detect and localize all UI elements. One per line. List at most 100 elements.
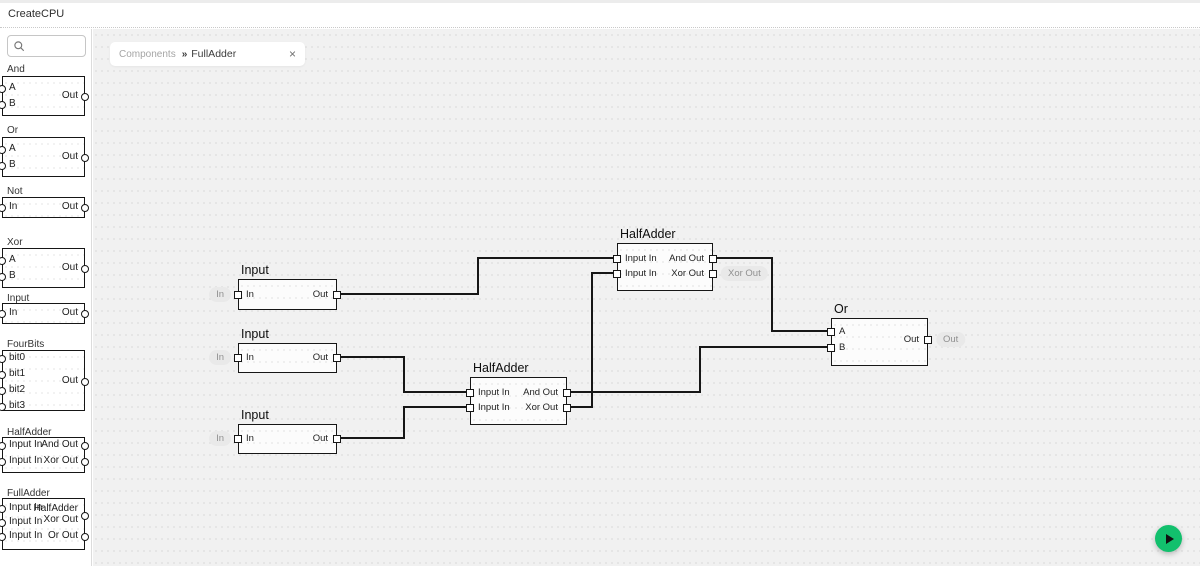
output-port[interactable] [563, 389, 571, 397]
input-port[interactable] [827, 328, 835, 336]
output-port[interactable] [81, 204, 89, 212]
port-label: B [9, 98, 16, 109]
input-port[interactable] [0, 273, 6, 281]
output-port[interactable] [81, 310, 89, 318]
port-label: Input In [478, 402, 510, 413]
input-port[interactable] [466, 404, 474, 412]
wire[interactable] [337, 356, 470, 393]
circuit-canvas[interactable] [93, 29, 1200, 566]
port-label: A [9, 82, 16, 93]
input-port[interactable] [827, 344, 835, 352]
port-label: And Out [41, 439, 78, 450]
output-port[interactable] [333, 354, 341, 362]
port-label: And Out [523, 387, 558, 398]
wire[interactable] [567, 272, 617, 408]
wire[interactable] [567, 346, 831, 393]
output-port[interactable] [81, 93, 89, 101]
tab-fulladder[interactable]: Components » FullAdder × [110, 42, 305, 66]
port-label: Input In [625, 268, 657, 279]
input-port[interactable] [466, 389, 474, 397]
input-port[interactable] [0, 146, 6, 154]
input-port[interactable] [234, 435, 242, 443]
port-label: Input In [9, 516, 43, 527]
external-port-pill: Out [936, 332, 966, 347]
output-port[interactable] [81, 512, 89, 520]
input-port[interactable] [0, 310, 6, 318]
input-port[interactable] [0, 403, 6, 411]
search-input[interactable] [30, 37, 84, 55]
output-port[interactable] [81, 154, 89, 162]
input-port[interactable] [234, 354, 242, 362]
input-port[interactable] [0, 371, 6, 379]
palette-label-xor: Xor [7, 237, 23, 248]
wire[interactable] [337, 406, 470, 439]
port-label: Out [312, 289, 328, 300]
input-port[interactable] [0, 458, 6, 466]
output-port[interactable] [924, 336, 932, 344]
palette-label-and: And [7, 64, 25, 75]
palette-label-or: Or [7, 125, 19, 136]
input-port[interactable] [0, 101, 6, 109]
input-port[interactable] [0, 162, 6, 170]
output-port[interactable] [81, 378, 89, 386]
input-port[interactable] [0, 257, 6, 265]
input-port[interactable] [613, 255, 621, 263]
output-port[interactable] [81, 458, 89, 466]
input-port[interactable] [0, 533, 6, 541]
input-port[interactable] [0, 519, 6, 527]
output-port[interactable] [563, 404, 571, 412]
input-port[interactable] [0, 387, 6, 395]
output-port[interactable] [709, 270, 717, 278]
input-port[interactable] [0, 85, 6, 93]
node-title: Input [241, 263, 269, 277]
input-port[interactable] [0, 505, 6, 513]
breadcrumb-separator-icon: » [181, 48, 187, 60]
search-icon [14, 41, 25, 52]
input-port[interactable] [613, 270, 621, 278]
output-port[interactable] [81, 533, 89, 541]
input-port[interactable] [0, 442, 6, 450]
palette-search[interactable] [7, 35, 86, 57]
palette-label-fulladder: FullAdder [7, 488, 50, 499]
output-port[interactable] [709, 255, 717, 263]
port-label: Input In [478, 387, 510, 398]
wire[interactable] [713, 257, 831, 332]
wire[interactable] [337, 257, 617, 295]
input-port[interactable] [0, 355, 6, 363]
port-label: Out [903, 334, 919, 345]
output-port[interactable] [333, 435, 341, 443]
tab-close-button[interactable]: × [288, 47, 296, 61]
port-label: A [839, 326, 846, 337]
output-port[interactable] [81, 265, 89, 273]
input-port[interactable] [234, 291, 242, 299]
run-button[interactable] [1155, 525, 1182, 552]
port-label: Input In [9, 439, 43, 450]
port-label: Input In [9, 502, 43, 513]
output-port[interactable] [333, 291, 341, 299]
node-title: HalfAdder [473, 361, 529, 375]
breadcrumb-root[interactable]: Components [119, 48, 176, 60]
window-top-strip [0, 0, 1200, 3]
port-label: bit2 [9, 384, 26, 395]
output-port[interactable] [81, 442, 89, 450]
input-port[interactable] [0, 204, 6, 212]
palette-label-fourbits: FourBits [7, 339, 45, 350]
port-label: B [839, 342, 846, 353]
